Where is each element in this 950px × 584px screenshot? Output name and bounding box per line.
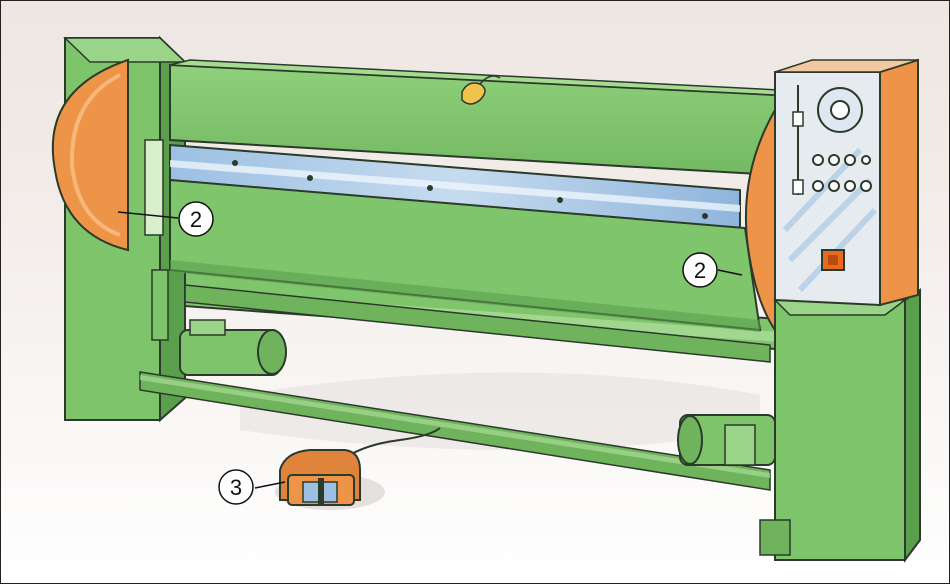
callout-label: 3 — [230, 475, 242, 500]
right-motor — [678, 415, 775, 465]
callout-foot-pedal: 3 — [219, 470, 253, 504]
callout-label: 2 — [190, 207, 202, 232]
stop-button-icon — [822, 250, 844, 270]
callout-label: 2 — [694, 258, 706, 283]
callout-side-cover-right: 2 — [683, 253, 717, 287]
right-frame — [760, 290, 920, 560]
dial-icon — [818, 88, 862, 132]
callout-side-cover-left: 2 — [179, 202, 213, 236]
foot-pedal — [280, 450, 360, 506]
